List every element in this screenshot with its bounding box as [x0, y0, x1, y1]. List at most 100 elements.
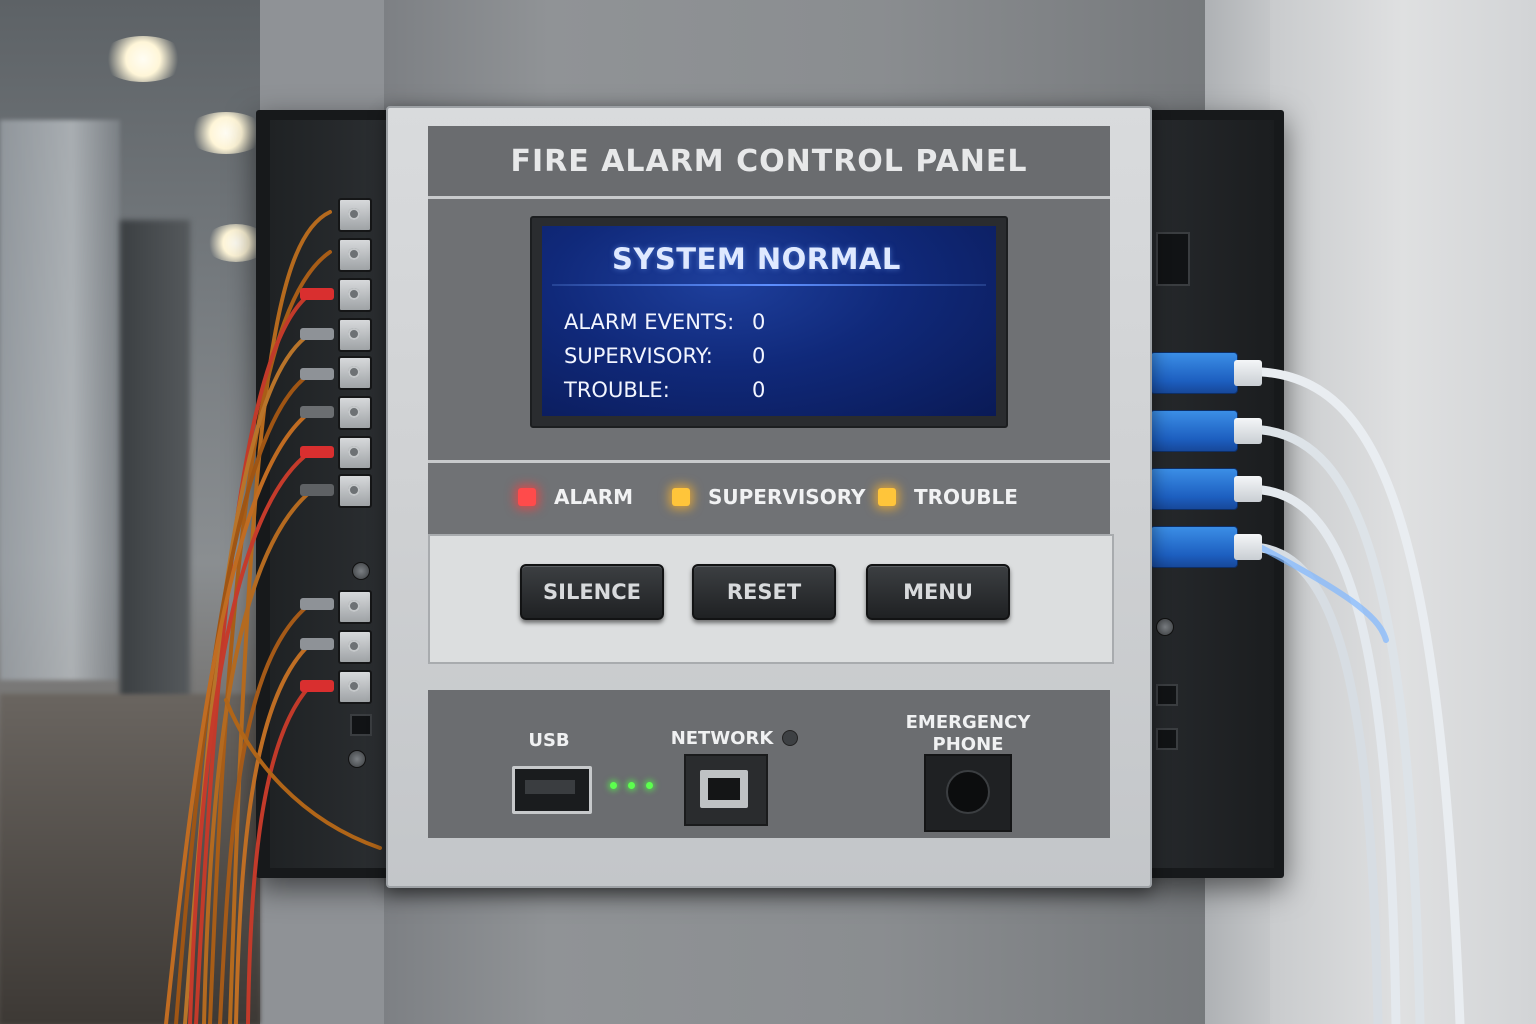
cable	[1257, 543, 1383, 1024]
wire-terminal	[338, 630, 372, 664]
ceiling-light	[186, 112, 266, 154]
rail-slot	[350, 714, 372, 736]
display-section: FIRE ALARM CONTROL PANEL SYSTEM NORMAL A…	[428, 126, 1110, 535]
wire-terminal	[338, 474, 372, 508]
lcd-divider	[552, 284, 986, 286]
network-cable-plug	[1150, 410, 1238, 452]
wire-ferrule	[300, 406, 334, 418]
supervisory-count: 0	[752, 344, 766, 368]
trouble-label: TROUBLE:	[564, 378, 670, 402]
supervisory-label: SUPERVISORY:	[564, 344, 713, 368]
hallway-door	[120, 220, 190, 700]
wire-terminal	[338, 396, 372, 430]
wire	[164, 410, 312, 1024]
wire	[224, 698, 382, 850]
wire-ferrule	[300, 598, 334, 610]
cable-boot	[1234, 360, 1262, 386]
cable	[1257, 367, 1465, 1024]
link-indicator-dot	[610, 782, 617, 789]
wire-terminal	[338, 278, 372, 312]
panel-title-bar: FIRE ALARM CONTROL PANEL	[428, 126, 1110, 199]
supervisory-indicator: SUPERVISORY	[672, 485, 865, 509]
indicator-strip: ALARM SUPERVISORY TROUBLE	[428, 460, 1110, 535]
wire-ferrule	[300, 288, 334, 300]
cable-boot	[1234, 418, 1262, 444]
wire-ferrule	[300, 680, 334, 692]
link-indicator-dot	[628, 782, 635, 789]
wire-ferrule	[300, 328, 334, 340]
wire	[218, 602, 312, 1024]
cable	[1257, 485, 1401, 1024]
cable-boot	[1234, 476, 1262, 502]
trouble-led	[878, 488, 896, 506]
network-port[interactable]	[684, 754, 768, 826]
alarm-indicator-label: ALARM	[554, 485, 634, 509]
lcd-display: SYSTEM NORMAL ALARM EVENTS: 0 SUPERVISORY…	[542, 226, 996, 416]
cable	[1257, 425, 1425, 1024]
hallway-background	[0, 0, 260, 1024]
wire-ferrule	[300, 368, 334, 380]
phone-jack-socket	[946, 770, 990, 814]
rail-slot	[1156, 728, 1178, 750]
wire-ferrule	[300, 484, 334, 496]
io-ports-section: USB NETWORK EMERGENCY PHONE	[428, 690, 1110, 838]
wire-terminal	[338, 436, 372, 470]
rail-slot	[1156, 684, 1178, 706]
alarm-events-row: ALARM EVENTS: 0	[564, 310, 765, 334]
usb-label: USB	[528, 730, 570, 751]
wire	[234, 642, 312, 1024]
cable-glow	[1259, 545, 1389, 643]
wire	[202, 490, 312, 1024]
wire	[208, 250, 332, 1024]
network-port-socket	[700, 770, 748, 808]
alarm-events-label: ALARM EVENTS:	[564, 310, 735, 334]
wire-terminal	[338, 238, 372, 272]
mounting-screw	[352, 562, 370, 580]
wire-terminal	[338, 356, 372, 390]
usb-port[interactable]	[512, 766, 592, 814]
mounting-screw	[348, 750, 366, 768]
silence-button[interactable]: SILENCE	[520, 564, 664, 620]
wire-ferrule	[300, 638, 334, 650]
trouble-count: 0	[752, 378, 766, 402]
wire-terminal	[338, 670, 372, 704]
hallway-wall	[0, 120, 120, 680]
emergency-phone-label: EMERGENCY PHONE	[905, 712, 1031, 755]
menu-button[interactable]: MENU	[866, 564, 1010, 620]
network-cable-plug	[1150, 352, 1238, 394]
alarm-indicator: ALARM	[518, 485, 633, 509]
wire	[174, 372, 312, 1024]
emergency-phone-jack[interactable]	[924, 754, 1012, 832]
wire-terminal	[338, 590, 372, 624]
network-label: NETWORK	[670, 728, 774, 749]
control-buttons: SILENCE RESET MENU	[428, 534, 1114, 664]
reset-button[interactable]: RESET	[692, 564, 836, 620]
system-status: SYSTEM NORMAL	[612, 242, 901, 276]
mounting-screw	[1156, 618, 1174, 636]
trouble-row: TROUBLE: 0	[564, 378, 765, 402]
wire	[183, 332, 312, 1024]
network-cable-plug	[1150, 526, 1238, 568]
cable-boot	[1234, 534, 1262, 560]
lcd-bezel: SYSTEM NORMAL ALARM EVENTS: 0 SUPERVISORY…	[530, 216, 1008, 428]
trouble-indicator-label: TROUBLE	[914, 485, 1018, 509]
rail-slot	[1156, 232, 1190, 286]
trouble-indicator: TROUBLE	[878, 485, 1018, 509]
control-panel-faceplate: FIRE ALARM CONTROL PANEL SYSTEM NORMAL A…	[386, 106, 1152, 888]
supervisory-led	[672, 488, 690, 506]
panel-title: FIRE ALARM CONTROL PANEL	[510, 143, 1028, 179]
supervisory-row: SUPERVISORY: 0	[564, 344, 765, 368]
wire-terminal	[338, 318, 372, 352]
alarm-led	[518, 488, 536, 506]
network-status-light	[782, 730, 798, 746]
alarm-events-count: 0	[752, 310, 766, 334]
wire-ferrule	[300, 446, 334, 458]
link-indicator-dot	[646, 782, 653, 789]
network-cable-plug	[1150, 468, 1238, 510]
ceiling-light	[100, 36, 186, 82]
wire-terminal	[338, 198, 372, 232]
wire	[246, 684, 312, 1024]
supervisory-indicator-label: SUPERVISORY	[708, 485, 866, 509]
wire	[188, 450, 312, 1024]
